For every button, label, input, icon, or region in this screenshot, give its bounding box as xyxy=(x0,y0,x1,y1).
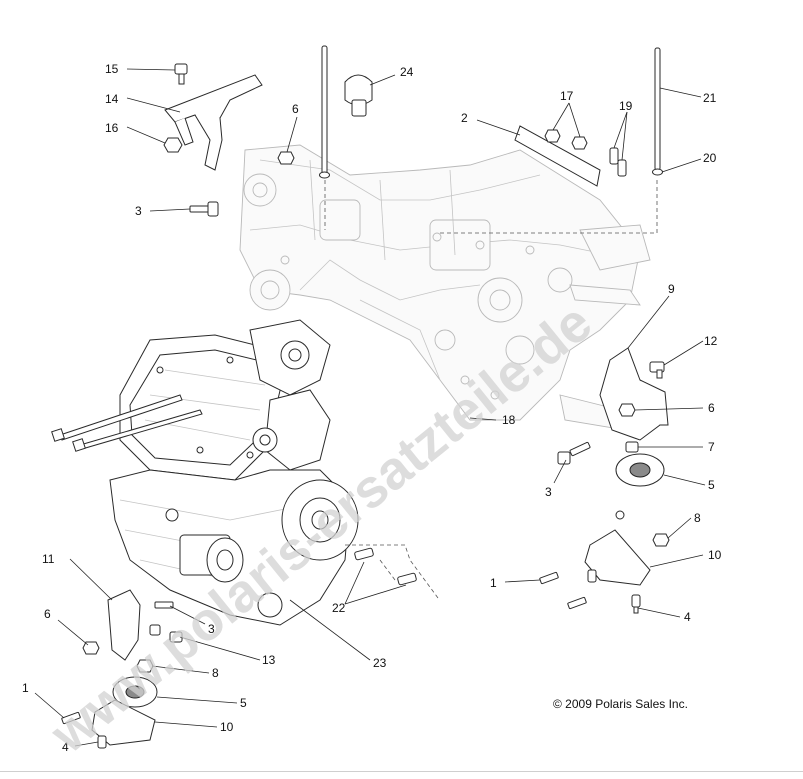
bracket-10-left-part xyxy=(91,699,156,746)
nut-8-left-part xyxy=(136,659,154,673)
callout-17: 17 xyxy=(560,89,574,103)
callout-15: 15 xyxy=(105,62,119,76)
nut-17a-part xyxy=(544,129,561,143)
nut-6-top-part xyxy=(277,151,295,165)
plate-2-part xyxy=(514,125,601,187)
callout-3-left: 3 xyxy=(208,622,215,636)
callout-19: 19 xyxy=(619,99,633,113)
stud-22-dashed-guide xyxy=(345,544,439,599)
long-stud-left-part xyxy=(319,45,330,179)
callout-10-left: 10 xyxy=(220,720,234,734)
bolt-12-part xyxy=(649,361,665,379)
bolt-3-top-part xyxy=(189,201,219,217)
callout-6-right: 6 xyxy=(708,401,715,415)
stud-22-part xyxy=(354,547,417,586)
callout-4-right: 4 xyxy=(684,610,691,624)
callout-6-left: 6 xyxy=(44,607,51,621)
callout-11: 11 xyxy=(42,552,55,566)
bolt-1-right-part xyxy=(539,569,597,610)
callout-21: 21 xyxy=(703,91,717,105)
callout-8-left: 8 xyxy=(212,666,219,680)
bolt-19-part xyxy=(609,147,627,177)
leader-lines xyxy=(34,68,706,747)
mount-5-right-part xyxy=(615,453,665,487)
bracket-10-right-hole xyxy=(615,510,625,520)
copyright-text: © 2009 Polaris Sales Inc. xyxy=(553,697,688,711)
engine-drawing xyxy=(51,319,359,626)
callout-6-top: 6 xyxy=(292,102,299,116)
bottom-divider xyxy=(0,771,803,772)
transmission-drawing xyxy=(239,144,651,431)
callout-22: 22 xyxy=(332,601,346,615)
bracket-9-flange xyxy=(639,379,669,426)
callout-7: 7 xyxy=(708,440,715,454)
callout-13: 13 xyxy=(262,653,276,667)
callout-9: 9 xyxy=(668,282,675,296)
callout-5-right: 5 xyxy=(708,478,715,492)
bolt-3-left-part xyxy=(149,601,183,643)
callout-18: 18 xyxy=(502,413,516,427)
callout-3-right: 3 xyxy=(545,485,552,499)
callout-8-right: 8 xyxy=(694,511,701,525)
nut-16-part xyxy=(163,137,183,153)
callout-12: 12 xyxy=(704,334,718,348)
callout-24: 24 xyxy=(400,65,414,79)
long-stud-right-part xyxy=(652,47,663,176)
callout-1-left: 1 xyxy=(22,681,29,695)
callout-20: 20 xyxy=(703,151,717,165)
nut-6-right-part xyxy=(618,403,636,417)
nut-17b-part xyxy=(571,136,588,150)
bracket-10-right-part xyxy=(584,529,651,586)
callout-labels: 15 14 16 6 3 24 2 17 19 21 20 9 12 6 7 5… xyxy=(22,62,722,754)
bolt-7-part xyxy=(625,441,639,453)
callout-10-right: 10 xyxy=(708,548,722,562)
callout-16: 16 xyxy=(105,121,119,135)
bolt-3-right-part xyxy=(557,441,591,465)
callout-3-top: 3 xyxy=(135,204,142,218)
leader-dashed-rod xyxy=(440,180,658,234)
clamp-24-part xyxy=(344,74,373,117)
callout-5-left: 5 xyxy=(240,696,247,710)
callout-4-left: 4 xyxy=(62,740,69,754)
callout-14: 14 xyxy=(105,92,119,106)
mount-5-left-part xyxy=(112,676,158,708)
callout-23: 23 xyxy=(373,656,387,670)
nut-8-right-part xyxy=(652,533,670,547)
bolt-1-left-part xyxy=(61,711,81,725)
bolt-4-right-part xyxy=(631,594,641,614)
bolt-15-part xyxy=(174,63,188,85)
nut-6-left-part xyxy=(82,641,100,655)
bracket-11-part xyxy=(107,589,141,661)
callout-2: 2 xyxy=(461,111,468,125)
front-bracket-part xyxy=(164,74,263,171)
callout-1-right: 1 xyxy=(490,576,497,590)
